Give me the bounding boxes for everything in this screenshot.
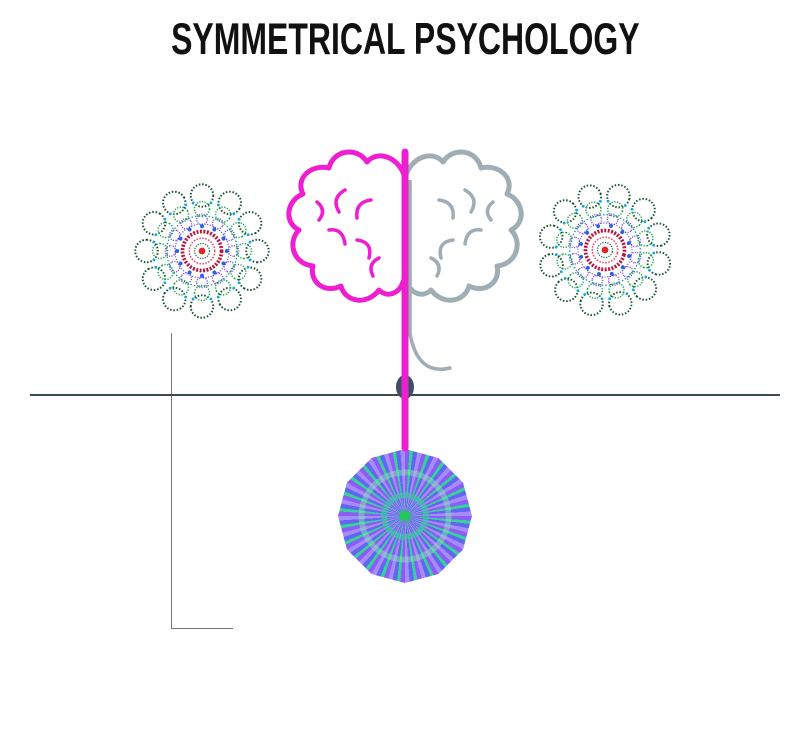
brain-illustration bbox=[285, 148, 525, 452]
title-row: SYMMETRICAL PSYCHOLOGY bbox=[0, 14, 810, 64]
page-title: SYMMETRICAL PSYCHOLOGY bbox=[170, 14, 640, 64]
corner-line-vertical bbox=[171, 333, 172, 629]
brain-gray-hook bbox=[408, 332, 452, 371]
kaleidoscope-disc bbox=[338, 449, 472, 583]
mandala-left bbox=[127, 176, 277, 326]
brain-left-hemisphere bbox=[289, 152, 405, 300]
mandala-pattern bbox=[135, 184, 269, 318]
mandala-right bbox=[530, 175, 680, 325]
mandala-pattern bbox=[530, 175, 680, 325]
brain-right-hemisphere bbox=[405, 152, 521, 300]
corner-line-horizontal bbox=[171, 628, 233, 629]
